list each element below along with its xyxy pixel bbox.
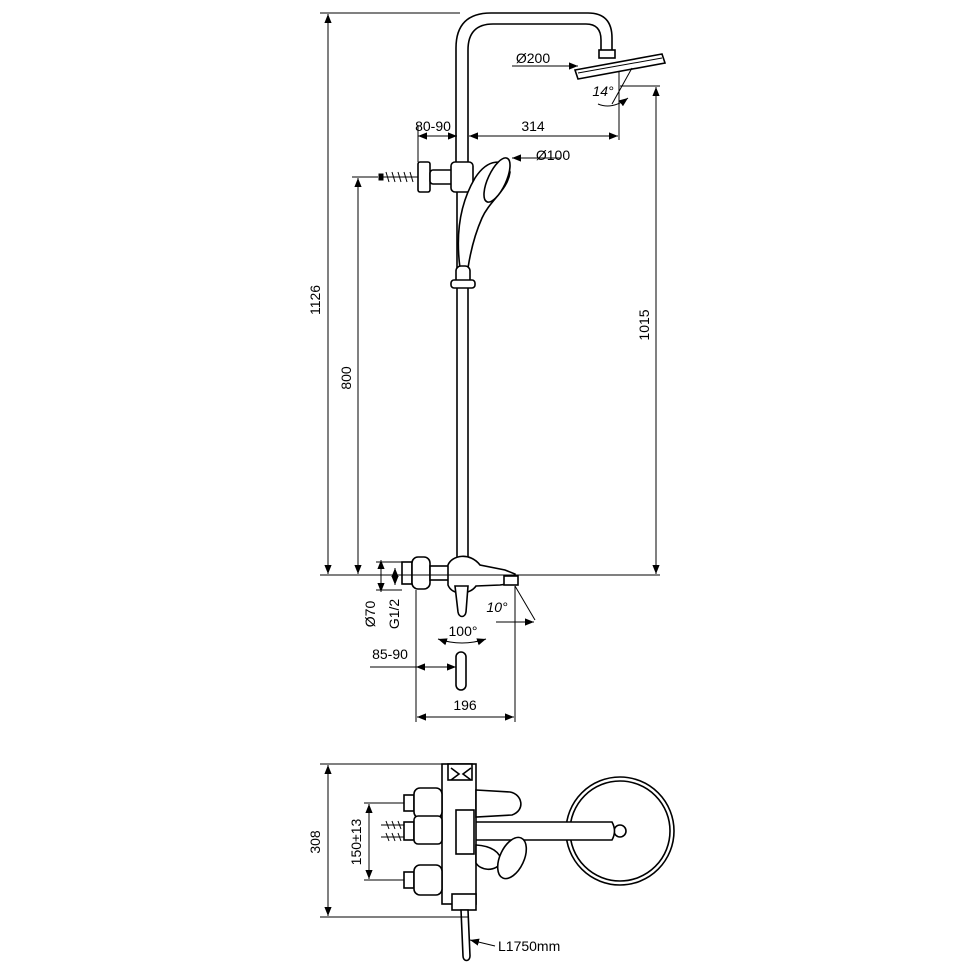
head-tilt-label: 14° — [592, 83, 614, 99]
dimension-308: 308 — [307, 763, 468, 918]
slider-holder — [450, 279, 476, 289]
upper-connection-top — [374, 787, 443, 819]
hose-length-callout: L1750mm — [469, 938, 560, 954]
escutcheon-diameter-label: Ø70 — [362, 601, 378, 628]
dimension-800: 800 — [338, 176, 378, 574]
dimension-196: 196 — [417, 596, 516, 722]
lever-handle — [455, 651, 467, 691]
angle-head-tilt: 14° — [592, 67, 633, 107]
thread-label: G1/2 — [386, 599, 402, 630]
spout-tilt-label: 10° — [486, 599, 508, 615]
lever-rotation-label: 100° — [449, 623, 478, 639]
dimension-label-80-90: 80-90 — [415, 118, 451, 134]
dimension-label-308: 308 — [307, 830, 323, 854]
dimension-80-90: 80-90 — [415, 118, 457, 162]
overhead-shower-head — [573, 49, 667, 80]
dimension-1015: 1015 — [620, 85, 660, 574]
mixer-top — [441, 763, 528, 962]
dimension-hand-shower-diameter: Ø100 — [512, 147, 570, 163]
dimension-label-85-90: 85-90 — [372, 646, 408, 662]
angle-lever-rotation: 100° — [437, 623, 487, 646]
dimension-1126: 1126 — [307, 12, 460, 574]
dimension-label-314: 314 — [521, 118, 545, 134]
head-diameter-label: Ø200 — [516, 50, 550, 66]
top-view: 308 150±13 L1750mm — [307, 763, 675, 962]
side-view: 1126 800 1015 80-90 314 Ø20 — [307, 12, 667, 722]
angle-spout-tilt: 10° — [486, 585, 536, 626]
upper-wall-bracket — [378, 161, 474, 193]
overhead-arm-top — [454, 821, 616, 841]
wall-screw-icon — [378, 171, 418, 183]
dimension-head-diameter: Ø200 — [512, 50, 578, 70]
wall-bracket-top — [381, 815, 443, 845]
hose-length-label: L1750mm — [498, 938, 560, 954]
dimension-150: 150±13 — [348, 802, 404, 881]
dimension-escutcheon: Ø70 G1/2 — [362, 560, 402, 629]
hand-shower — [455, 157, 511, 285]
riser-pipe — [455, 12, 613, 168]
dimension-label-800: 800 — [338, 366, 354, 390]
dimension-label-1126: 1126 — [307, 285, 323, 315]
hand-shower-diameter-label: Ø100 — [536, 147, 570, 163]
overhead-shower-head-top — [565, 776, 675, 886]
dimension-85-90: 85-90 — [370, 590, 456, 722]
dimension-label-196: 196 — [453, 697, 477, 713]
wall-screw-icon — [381, 820, 404, 842]
dimension-label-1015: 1015 — [636, 309, 652, 340]
dimension-label-150: 150±13 — [348, 818, 364, 865]
